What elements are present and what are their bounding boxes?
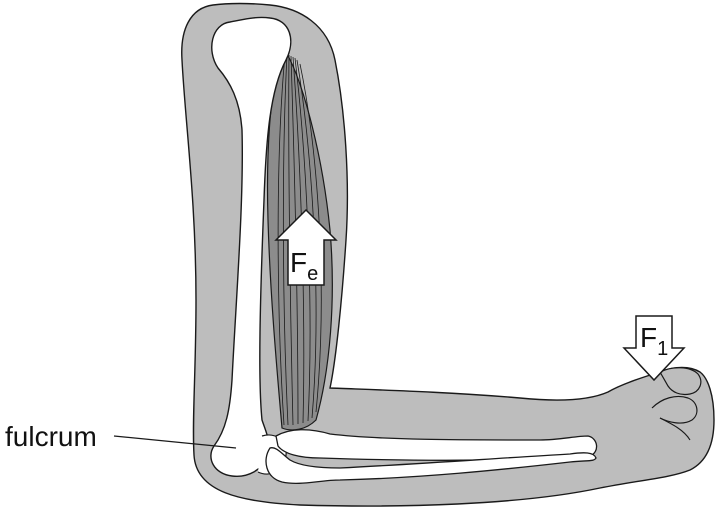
fulcrum-label: fulcrum [5,421,97,452]
